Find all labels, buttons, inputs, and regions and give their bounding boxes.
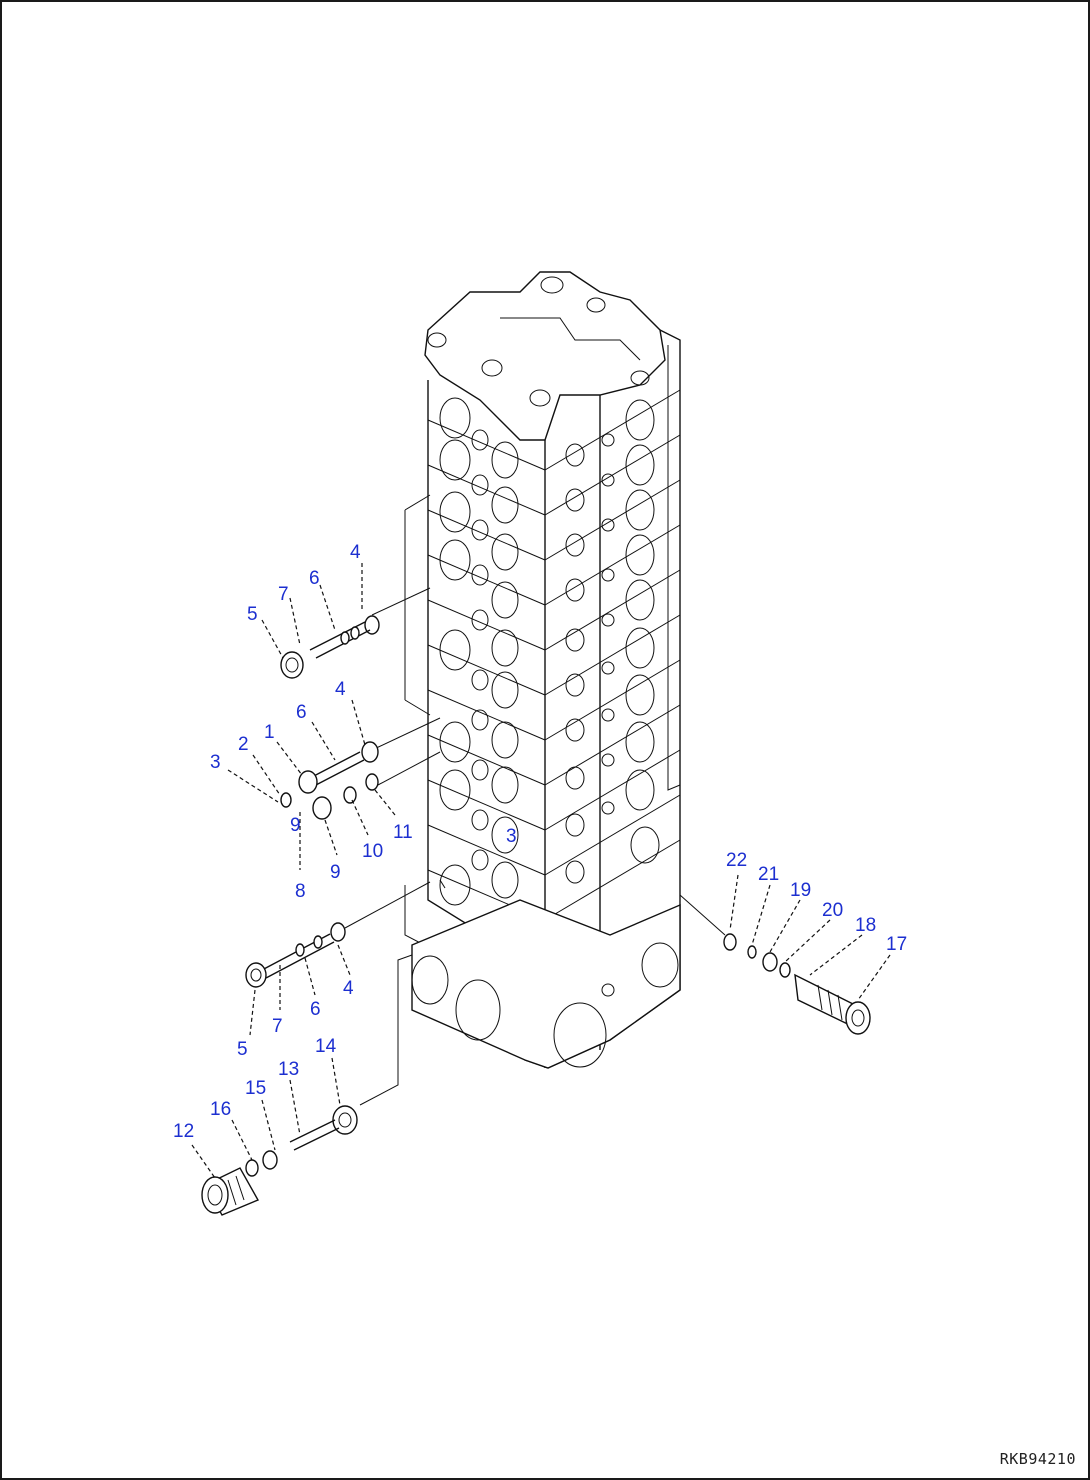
callout-17: 17 bbox=[886, 934, 907, 955]
callout-6: 6 bbox=[309, 568, 320, 589]
callout-2: 2 bbox=[238, 734, 249, 755]
control-valve-body bbox=[404, 271, 681, 1069]
callout-16: 16 bbox=[210, 1099, 231, 1120]
callout-6: 6 bbox=[310, 999, 321, 1020]
upper-relief-assembly bbox=[261, 563, 431, 679]
drawing-code: RKB94210 bbox=[999, 1450, 1076, 1468]
callout-14: 14 bbox=[315, 1036, 337, 1057]
callout-9: 9 bbox=[290, 815, 301, 836]
callout-5: 5 bbox=[237, 1039, 248, 1060]
callout-7: 7 bbox=[278, 584, 289, 605]
plug-assembly-right bbox=[679, 874, 891, 1035]
callout-4: 4 bbox=[350, 542, 361, 563]
callout-4: 4 bbox=[335, 679, 346, 700]
callout-12: 12 bbox=[173, 1121, 194, 1142]
callout-9: 9 bbox=[330, 862, 341, 883]
callout-1: 1 bbox=[264, 722, 275, 743]
callout-13: 13 bbox=[278, 1059, 299, 1080]
callout-7: 7 bbox=[272, 1016, 283, 1037]
callout-15: 15 bbox=[245, 1078, 266, 1099]
callout-20: 20 bbox=[822, 900, 843, 921]
middle-relief-assembly bbox=[227, 699, 441, 870]
callout-6: 6 bbox=[296, 702, 307, 723]
callout-3: 3 bbox=[506, 826, 517, 847]
plug-assembly-left bbox=[191, 954, 413, 1216]
callout-8: 8 bbox=[295, 881, 306, 902]
callout-5: 5 bbox=[247, 604, 258, 625]
callout-3: 3 bbox=[210, 752, 221, 773]
callout-labels: 4 7 6 5 4 6 1 2 3 9 9 10 11 3 8 22 21 19… bbox=[173, 542, 907, 1142]
callout-11: 11 bbox=[393, 822, 413, 843]
callout-18: 18 bbox=[855, 915, 876, 936]
callout-21: 21 bbox=[758, 864, 779, 885]
callout-4: 4 bbox=[343, 978, 354, 999]
lower-relief-assembly bbox=[245, 881, 431, 1036]
callout-19: 19 bbox=[790, 880, 811, 901]
callout-10: 10 bbox=[362, 841, 383, 862]
callout-22: 22 bbox=[726, 850, 747, 871]
